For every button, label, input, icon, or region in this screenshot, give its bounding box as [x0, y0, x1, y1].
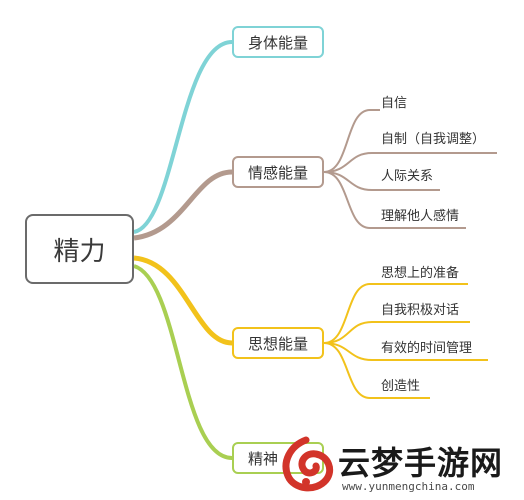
root-node: 精力 [25, 214, 134, 284]
branch-label-thought-energy: 思想能量 [247, 334, 308, 353]
branch-node-spirit-energy: 精神 [232, 442, 324, 474]
connector-emotion-3 [323, 171, 440, 191]
watermark-url: www.yunmengchina.com [342, 480, 475, 493]
connector-emotion-2 [323, 152, 497, 173]
connector-emotion-fork [323, 109, 380, 173]
connector-root-thought [133, 255, 233, 346]
branch-label-emotional-energy: 情感能量 [247, 163, 308, 182]
leaf-mental-preparation: 思想上的准备 [381, 266, 460, 281]
connector-root-body [133, 40, 233, 234]
leaf-relationships: 人际关系 [381, 169, 434, 184]
connector-root-emotion [133, 169, 233, 241]
branch-label-spirit-energy: 精神 [248, 449, 279, 468]
leaf-empathy: 理解他人感情 [381, 209, 460, 224]
leaf-positive-self-talk: 自我积极对话 [381, 303, 460, 318]
branch-node-emotional-energy: 情感能量 [232, 156, 324, 188]
connector-thought-2 [323, 321, 470, 344]
leaf-time-management: 有效的时间管理 [381, 341, 473, 356]
branch-node-thought-energy: 思想能量 [232, 327, 324, 359]
leaf-self-control: 自制（自我调整） [381, 132, 486, 147]
connector-thought-4 [323, 342, 430, 399]
branch-node-body-energy: 身体能量 [232, 26, 324, 58]
root-label: 精力 [53, 236, 106, 267]
swirl-logo-icon [282, 436, 334, 492]
leaf-confidence: 自信 [381, 96, 408, 111]
watermark: 云梦手游网 www.yunmengchina.com [270, 428, 524, 500]
leaf-creativity: 创造性 [381, 379, 421, 394]
connector-emotion-4 [323, 171, 466, 229]
connector-root-spirit [133, 264, 233, 460]
branch-label-body-energy: 身体能量 [247, 33, 308, 52]
connector-thought-3 [323, 342, 488, 361]
watermark-title: 云梦手游网 [338, 444, 504, 482]
connector-thought-1 [323, 283, 468, 344]
